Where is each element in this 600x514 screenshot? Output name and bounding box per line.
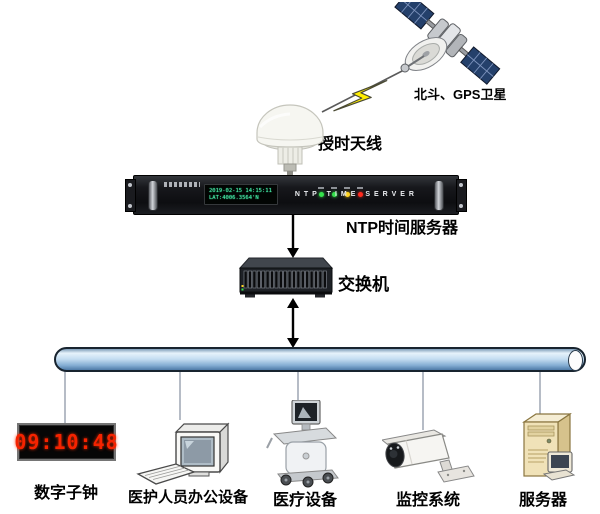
digital-clock-icon: 09:10:48 [14,423,119,461]
medical-equipment-label: 医疗设备 [272,492,338,509]
lcd-line1: 2019-02-15 14:15:11 [209,188,272,194]
cctv-camera-icon [382,429,475,483]
arrow-ntp-to-switch [287,214,299,258]
server-tower-icon [522,412,576,481]
clock-label: 数字子钟 [33,485,99,502]
satellite-label: 北斗、GPS卫星 [414,87,507,102]
antenna-label: 授时天线 [318,136,383,153]
medical-equipment-icon [266,400,339,488]
lcd-line2: LAT:4006.3564'N [209,195,259,201]
rack-handle-right [434,180,444,211]
office-equipment-label: 医护人员办公设备 [127,489,249,506]
monitoring-system-label: 监控系统 [395,492,461,509]
rack-ear-right [456,179,467,212]
led-net [331,187,337,197]
ntp-server-device: 2019-02-15 14:15:11 LAT:4006.3564'N NTP … [125,175,467,215]
arrow-switch-to-bus [287,298,299,348]
clock-time: 09:10:48 [14,430,119,454]
network-bus [54,347,586,372]
server-label: 服务器 [518,492,568,509]
office-equipment-icon [136,422,230,485]
switch-label: 交换机 [338,275,389,294]
led-ref [318,187,324,197]
status-leds [318,187,363,197]
gps-antenna-icon [256,104,324,175]
switch-icon [238,257,334,298]
lcd-display: 2019-02-15 14:15:11 LAT:4006.3564'N [204,184,278,205]
led-alm [357,187,363,197]
led-syn [344,187,350,197]
bus-endcap [568,350,583,371]
rack-handle-left [148,180,158,211]
brand-logo [164,182,200,187]
rack-ear-left [125,179,136,212]
satellite-icon [394,2,501,85]
lightning-icon [333,80,388,112]
ntp-server-label: NTP时间服务器 [346,220,459,237]
faceplate-text: NTP TIME SERVER [294,191,418,198]
